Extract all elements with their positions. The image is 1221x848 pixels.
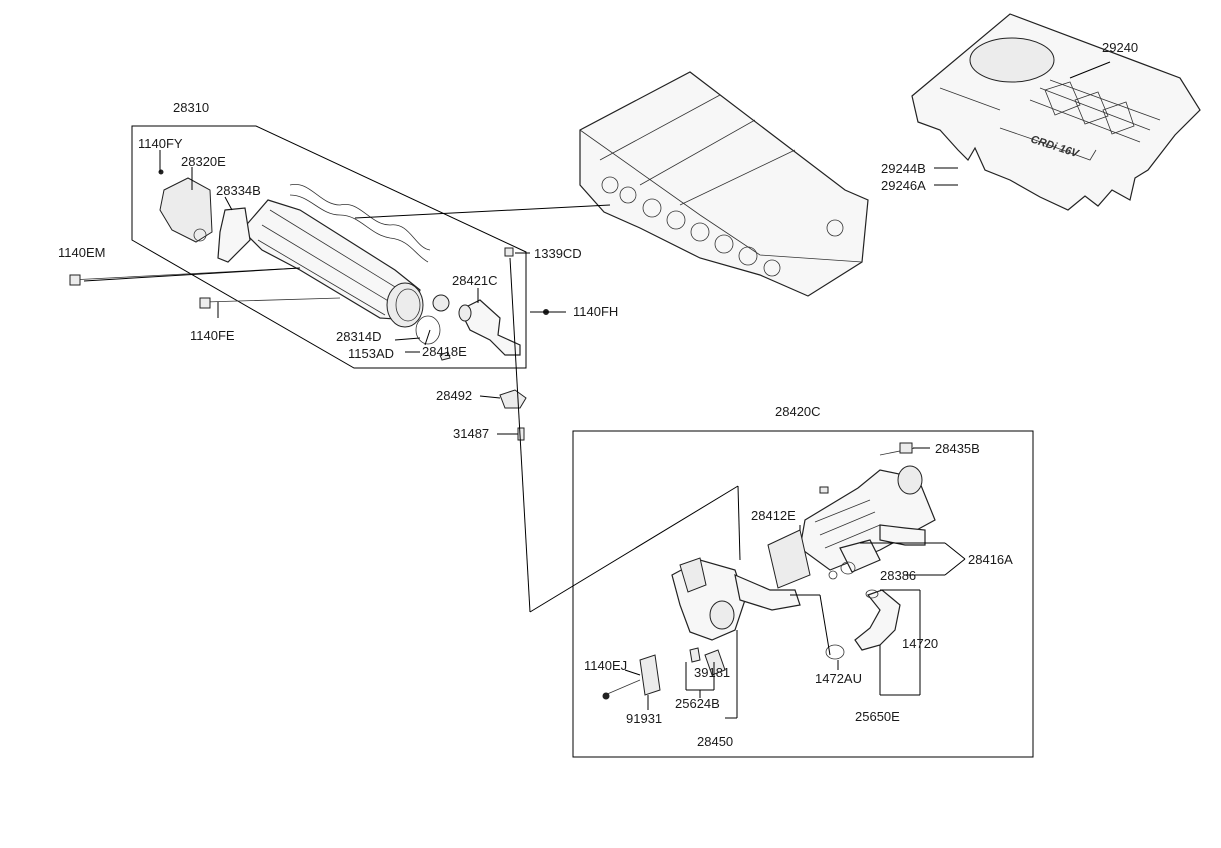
- leader-lines: [83, 61, 1111, 719]
- label-28320E: 28320E: [181, 154, 226, 169]
- label-28492: 28492: [436, 388, 472, 403]
- label-28435B: 28435B: [935, 441, 980, 456]
- label-28310: 28310: [173, 100, 209, 115]
- label-31487: 31487: [453, 426, 489, 441]
- label-28416A: 28416A: [968, 552, 1013, 567]
- label-14720: 14720: [902, 636, 938, 651]
- intake-manifold: [69, 169, 549, 441]
- label-25650E: 25650E: [855, 709, 900, 724]
- label-1140FH: 1140FH: [573, 304, 618, 319]
- label-28450: 28450: [697, 734, 733, 749]
- egr-box: [572, 430, 1034, 758]
- part-labels: 28310 1140FY 28320E 28334B 1140EM 1140FE…: [58, 40, 1138, 749]
- label-1140EJ: 1140EJ: [584, 658, 627, 673]
- label-28386: 28386: [880, 568, 916, 583]
- label-39181: 39181: [694, 665, 730, 680]
- label-28314D: 28314D: [336, 329, 382, 344]
- label-1140EM: 1140EM: [58, 245, 105, 260]
- label-28412E: 28412E: [751, 508, 796, 523]
- label-29246A: 29246A: [881, 178, 926, 193]
- egr-assembly: [602, 442, 936, 700]
- label-28420C: 28420C: [775, 404, 821, 419]
- label-29244B: 29244B: [881, 161, 926, 176]
- label-25624B: 25624B: [675, 696, 720, 711]
- label-1153AD: 1153AD: [348, 346, 394, 361]
- label-1140FE: 1140FE: [190, 328, 235, 343]
- label-1472AU: 1472AU: [815, 671, 862, 686]
- label-29240: 29240: [1102, 40, 1138, 55]
- engine-cover: CRDi 16V: [911, 13, 1201, 211]
- label-91931: 91931: [626, 711, 662, 726]
- cylinder-head: [579, 71, 869, 297]
- label-28418E: 28418E: [422, 344, 467, 359]
- label-28421C: 28421C: [452, 273, 498, 288]
- label-1140FY: 1140FY: [138, 136, 183, 151]
- label-28334B: 28334B: [216, 183, 261, 198]
- label-1339CD: 1339CD: [534, 246, 582, 261]
- manifold-box: [131, 125, 527, 369]
